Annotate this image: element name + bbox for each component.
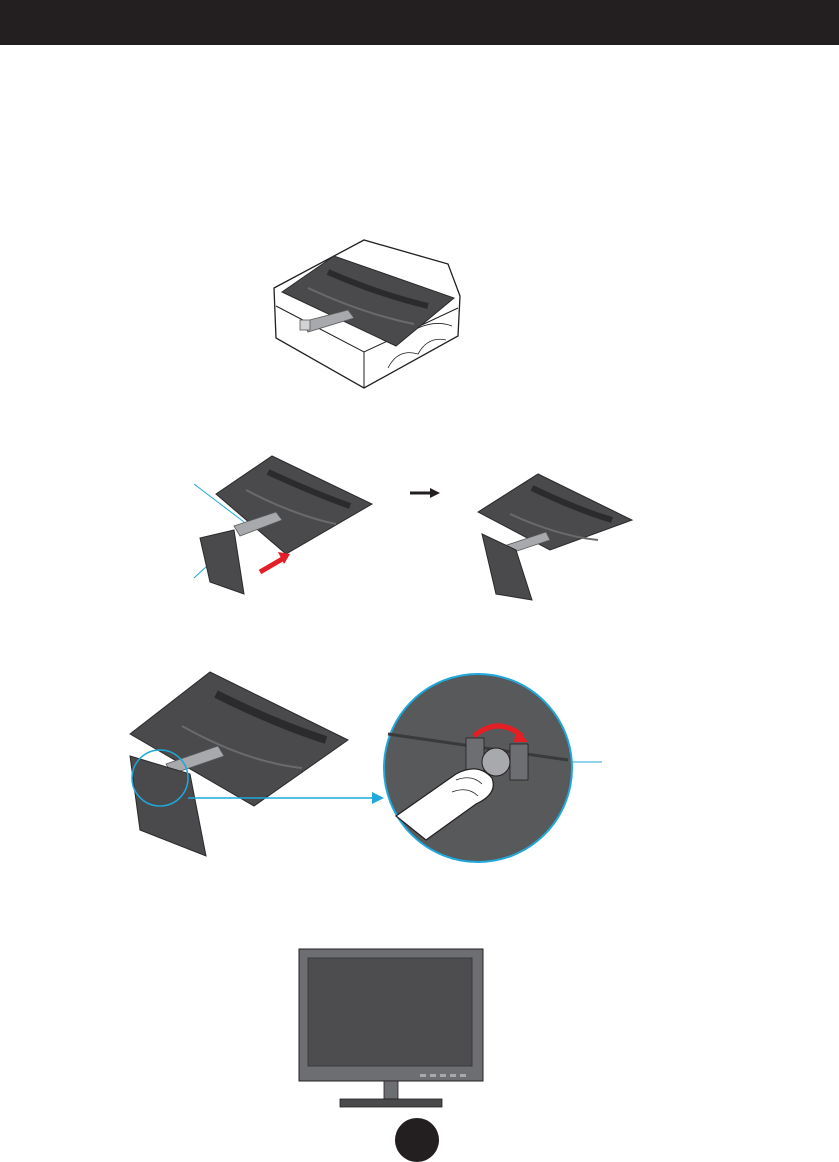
packing-cushion-illustration: [268, 236, 468, 392]
page-number-badge: [395, 1118, 439, 1162]
stand-attach-illustration: [186, 454, 646, 604]
assembled-monitor-illustration: [298, 948, 484, 1110]
header-bar: [0, 0, 839, 45]
screw-lock-illustration: [126, 670, 604, 884]
